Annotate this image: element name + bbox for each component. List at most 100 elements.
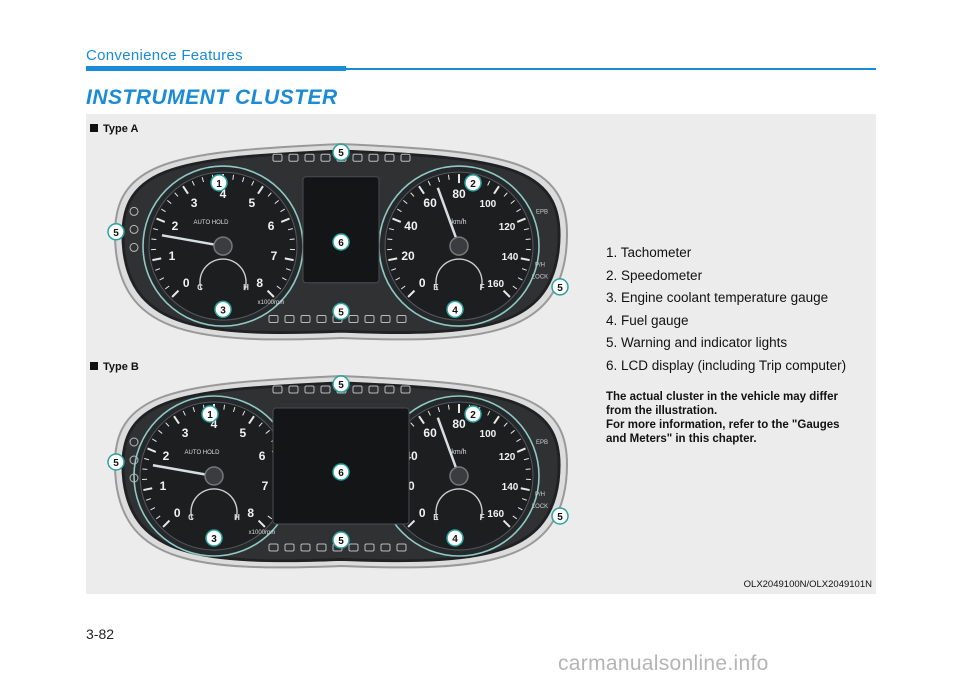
speed-tick <box>503 192 508 197</box>
speed-tick <box>391 268 397 271</box>
speed-tick <box>407 519 416 528</box>
tach-tick <box>182 185 189 195</box>
warning-light-icon <box>400 153 411 162</box>
speed-number: 0 <box>419 506 426 520</box>
tach-number: 6 <box>268 219 275 233</box>
speed-tick <box>510 429 515 434</box>
temp-label-c: C <box>188 513 194 522</box>
warning-light-icon <box>272 153 283 162</box>
fuel-label-e: E <box>433 513 439 522</box>
tach-unit: x1000rpm <box>258 300 285 306</box>
speed-number: 120 <box>499 222 516 233</box>
warning-light-icon <box>129 224 139 234</box>
speed-number: 140 <box>502 252 519 263</box>
speed-number: 60 <box>423 196 437 210</box>
tach-tick <box>223 404 226 410</box>
warning-light-icon <box>352 153 363 162</box>
tach-number: 3 <box>182 426 189 440</box>
callout-badge <box>446 300 464 319</box>
lock-label: LOCK <box>532 504 548 510</box>
tach-needle <box>161 234 224 248</box>
section-rule-thick <box>86 66 346 71</box>
speed-tick <box>395 277 401 281</box>
warning-light-icon <box>288 385 299 394</box>
tach-tick <box>164 285 170 290</box>
tach-tick <box>144 458 150 461</box>
tach-tick <box>162 519 171 528</box>
tach-hub <box>204 466 224 486</box>
speed-tick <box>520 257 530 262</box>
callout-number: 5 <box>338 380 344 391</box>
speed-tick <box>427 180 431 186</box>
callout-badge <box>332 531 350 549</box>
callout-badge <box>214 300 232 319</box>
warning-light-icon <box>129 437 139 447</box>
callout-badge <box>205 529 223 547</box>
warning-light-icon <box>380 543 391 552</box>
callout-number: 4 <box>452 305 458 316</box>
tach-tick <box>274 200 279 204</box>
tach-tick <box>232 406 236 413</box>
speed-tick <box>516 217 526 223</box>
speed-tick <box>520 487 530 492</box>
tach-tick <box>165 422 170 427</box>
speed-number: 160 <box>487 509 504 520</box>
speed-tick <box>517 507 523 511</box>
tach-number: 7 <box>262 479 269 493</box>
speed-tick <box>447 174 450 180</box>
tach-number: 3 <box>191 196 198 210</box>
callout-badge <box>201 405 219 423</box>
warning-light-icon <box>396 543 407 552</box>
tach-tick <box>143 487 153 492</box>
warning-light-icon <box>396 314 407 323</box>
tach-tick <box>242 410 246 416</box>
tach-tick <box>284 257 294 262</box>
callout-number: 3 <box>211 534 217 545</box>
mode-label: AUTO HOLD <box>185 450 221 456</box>
lcd-display <box>302 176 380 284</box>
tach-tick <box>147 447 157 453</box>
callout-number: 5 <box>338 307 344 318</box>
callout-number: 2 <box>470 410 476 421</box>
tach-tick <box>159 277 165 281</box>
warning-light-icon <box>380 314 391 323</box>
tach-number: 1 <box>169 249 176 263</box>
tach-tick <box>155 268 161 271</box>
tach-tick <box>285 268 291 271</box>
tach-number: 5 <box>240 426 247 440</box>
warning-light-icon <box>304 385 315 394</box>
callout-number: 1 <box>207 410 213 421</box>
epb-label: EPB <box>536 209 548 215</box>
warning-light-icon <box>300 314 311 323</box>
tach-tick <box>266 289 275 298</box>
speed-tick <box>493 415 500 425</box>
warning-light-icon <box>348 543 359 552</box>
tach-tick <box>174 192 179 197</box>
speed-tick <box>487 180 491 186</box>
warning-light-icon <box>316 314 327 323</box>
warning-light-icon <box>129 242 139 252</box>
speed-tick <box>512 515 518 520</box>
speed-tick <box>410 422 415 427</box>
watermark: carmanualsonline.info <box>558 652 769 675</box>
speed-tick <box>510 200 515 204</box>
fuel-label-f: F <box>480 513 485 522</box>
speed-tick <box>487 410 491 416</box>
speed-tick <box>516 208 522 213</box>
tach-tick <box>201 177 205 183</box>
tach-tick <box>265 429 270 434</box>
callout-number: 4 <box>452 534 458 545</box>
tach-number: 4 <box>220 187 227 201</box>
callout-number: 5 <box>113 228 119 239</box>
tach-hub <box>213 236 233 256</box>
section-rule-thin <box>346 68 876 70</box>
tach-tick <box>173 415 180 425</box>
warning-light-icon <box>288 153 299 162</box>
speed-tick <box>418 185 425 195</box>
callout-badge <box>107 453 125 471</box>
warning-light-icon <box>368 153 379 162</box>
speed-tick <box>517 277 523 281</box>
warning-light-icon <box>129 206 139 216</box>
speed-number: 100 <box>480 429 497 440</box>
